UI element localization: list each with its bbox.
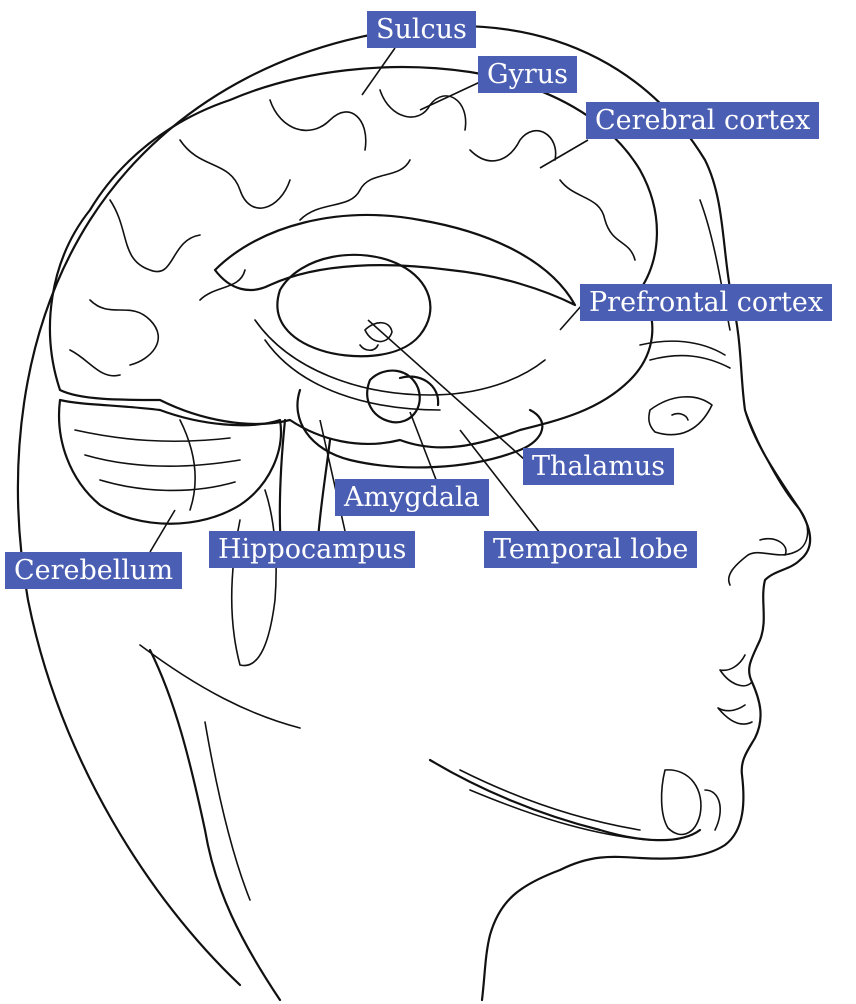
leader-gyrus	[420, 82, 480, 110]
label-prefrontal-cortex: Prefrontal cortex	[580, 284, 832, 321]
leader-sulcus	[362, 48, 395, 95]
cerebellum-folds	[75, 420, 240, 510]
corpus-callosum	[215, 215, 575, 305]
jaw-inner-line	[460, 770, 650, 840]
jaw-line	[430, 760, 700, 840]
leader-cerebellum	[150, 510, 175, 552]
gyri-folds	[70, 90, 635, 376]
lips-outline	[718, 655, 752, 724]
label-gyrus: Gyrus	[478, 56, 577, 93]
amygdala-shape	[367, 371, 438, 423]
label-hippocampus: Hippocampus	[209, 531, 415, 568]
neck-back-line	[150, 650, 280, 1000]
cerebrum-outline	[50, 67, 657, 447]
eye-outline	[649, 397, 712, 435]
label-sulcus: Sulcus	[367, 11, 476, 48]
chin-detail	[662, 770, 721, 835]
nose-outline	[729, 410, 808, 585]
thalamus-shape	[277, 255, 430, 356]
leader-cerebral-cortex	[540, 140, 588, 168]
cerebellum-shape	[59, 400, 281, 524]
label-thalamus: Thalamus	[523, 448, 674, 485]
label-cerebellum: Cerebellum	[5, 552, 182, 589]
label-cerebral-cortex: Cerebral cortex	[586, 102, 819, 139]
leader-thalamus	[368, 320, 525, 460]
skull-base-lines	[232, 490, 276, 666]
leader-prefrontal-cortex	[560, 305, 582, 330]
label-amygdala: Amygdala	[335, 479, 489, 516]
label-temporal-lobe: Temporal lobe	[484, 531, 697, 568]
